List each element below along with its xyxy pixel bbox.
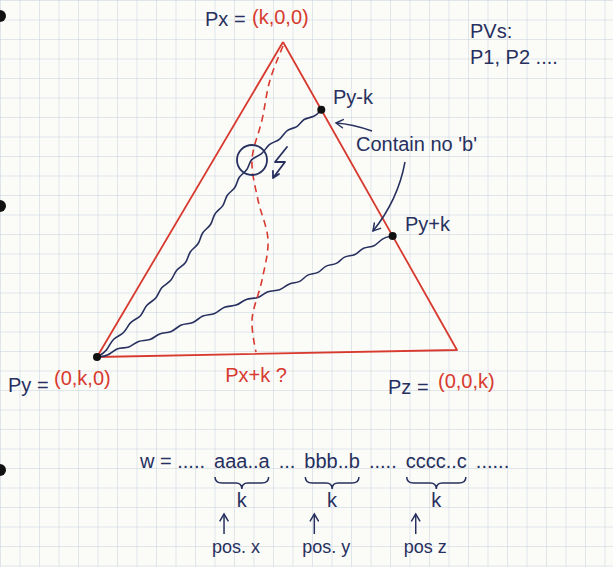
label-holder: aaa..a [214, 450, 270, 473]
word-part: k [431, 489, 441, 511]
math-label: (k,0,0) [252, 6, 309, 28]
math-label: Px = [205, 8, 246, 30]
word-part: pos z [404, 537, 447, 557]
arrow-head [336, 120, 343, 128]
word-part: ..... [369, 450, 397, 472]
point-dot [93, 353, 101, 361]
label-holder: k [327, 489, 337, 512]
brace [215, 477, 269, 489]
math-label: Py+k [405, 213, 450, 235]
label-holder: ..... [369, 450, 397, 473]
label-holder: k [431, 489, 441, 512]
word-part: cccc..c [406, 450, 467, 472]
arrow-head [373, 223, 381, 231]
label-holder: PVs: [470, 20, 512, 43]
punch-hole [0, 200, 6, 212]
triangle-outline [97, 42, 457, 357]
word-part: aaa..a [214, 450, 270, 472]
label-holder: pos. x [212, 537, 260, 558]
label-holder: Px = [205, 8, 246, 31]
pointer-arrow [373, 162, 405, 231]
math-label: Px+k ? [225, 364, 287, 386]
word-part: bbb..b [304, 450, 360, 472]
label-holder: Py+k [405, 213, 450, 236]
word-part: ...... [476, 450, 509, 472]
arrow-head [310, 514, 318, 521]
path-curve [97, 236, 393, 357]
math-label: (0,k,0) [54, 367, 111, 389]
math-label: Py-k [333, 86, 373, 108]
label-holder: Contain no 'b' [356, 133, 477, 156]
point-dot [389, 232, 397, 240]
label-holder: P1, P2 .... [470, 46, 558, 69]
label-holder: k [237, 489, 247, 512]
lightning-symbol [273, 147, 287, 178]
math-label: P1, P2 .... [470, 46, 558, 68]
label-holder: bbb..b [304, 450, 360, 473]
brace [305, 477, 359, 489]
label-holder: pos. y [302, 537, 350, 558]
punch-hole [0, 464, 6, 476]
label-holder: pos z [404, 537, 447, 558]
contradiction-circle [237, 145, 267, 175]
label-holder: cccc..c [406, 450, 467, 473]
label-holder: (k,0,0) [252, 6, 309, 29]
punch-hole [0, 10, 6, 22]
arrow-head [220, 514, 228, 521]
position-arrow [415, 514, 417, 534]
math-label: Pz = [388, 376, 429, 398]
word-part: ... [279, 450, 296, 472]
dashed-path [252, 46, 283, 352]
label-holder: Pz = [388, 376, 429, 399]
label-holder: ... [279, 450, 296, 473]
word-part: w = ..... [140, 450, 205, 472]
point-dot [317, 106, 325, 114]
arrow-head [412, 514, 420, 521]
label-holder: Px+k ? [225, 364, 287, 387]
label-holder: w = ..... [140, 450, 205, 473]
label-holder: (0,0,k) [438, 370, 495, 393]
word-part: k [327, 489, 337, 511]
math-label: Py = [8, 374, 49, 396]
position-arrow [223, 514, 225, 534]
math-label: (0,0,k) [438, 370, 495, 392]
path-curve [97, 110, 321, 357]
brace [407, 477, 466, 489]
label-holder: (0,k,0) [54, 367, 111, 390]
word-part: k [237, 489, 247, 511]
label-holder: Py-k [333, 86, 373, 109]
word-part: pos. x [212, 537, 260, 557]
position-arrow [314, 514, 316, 534]
label-holder: Py = [8, 374, 49, 397]
math-label: PVs: [470, 20, 512, 42]
word-part: pos. y [302, 537, 350, 557]
math-label: Contain no 'b' [356, 133, 477, 155]
label-holder: ...... [476, 450, 509, 473]
